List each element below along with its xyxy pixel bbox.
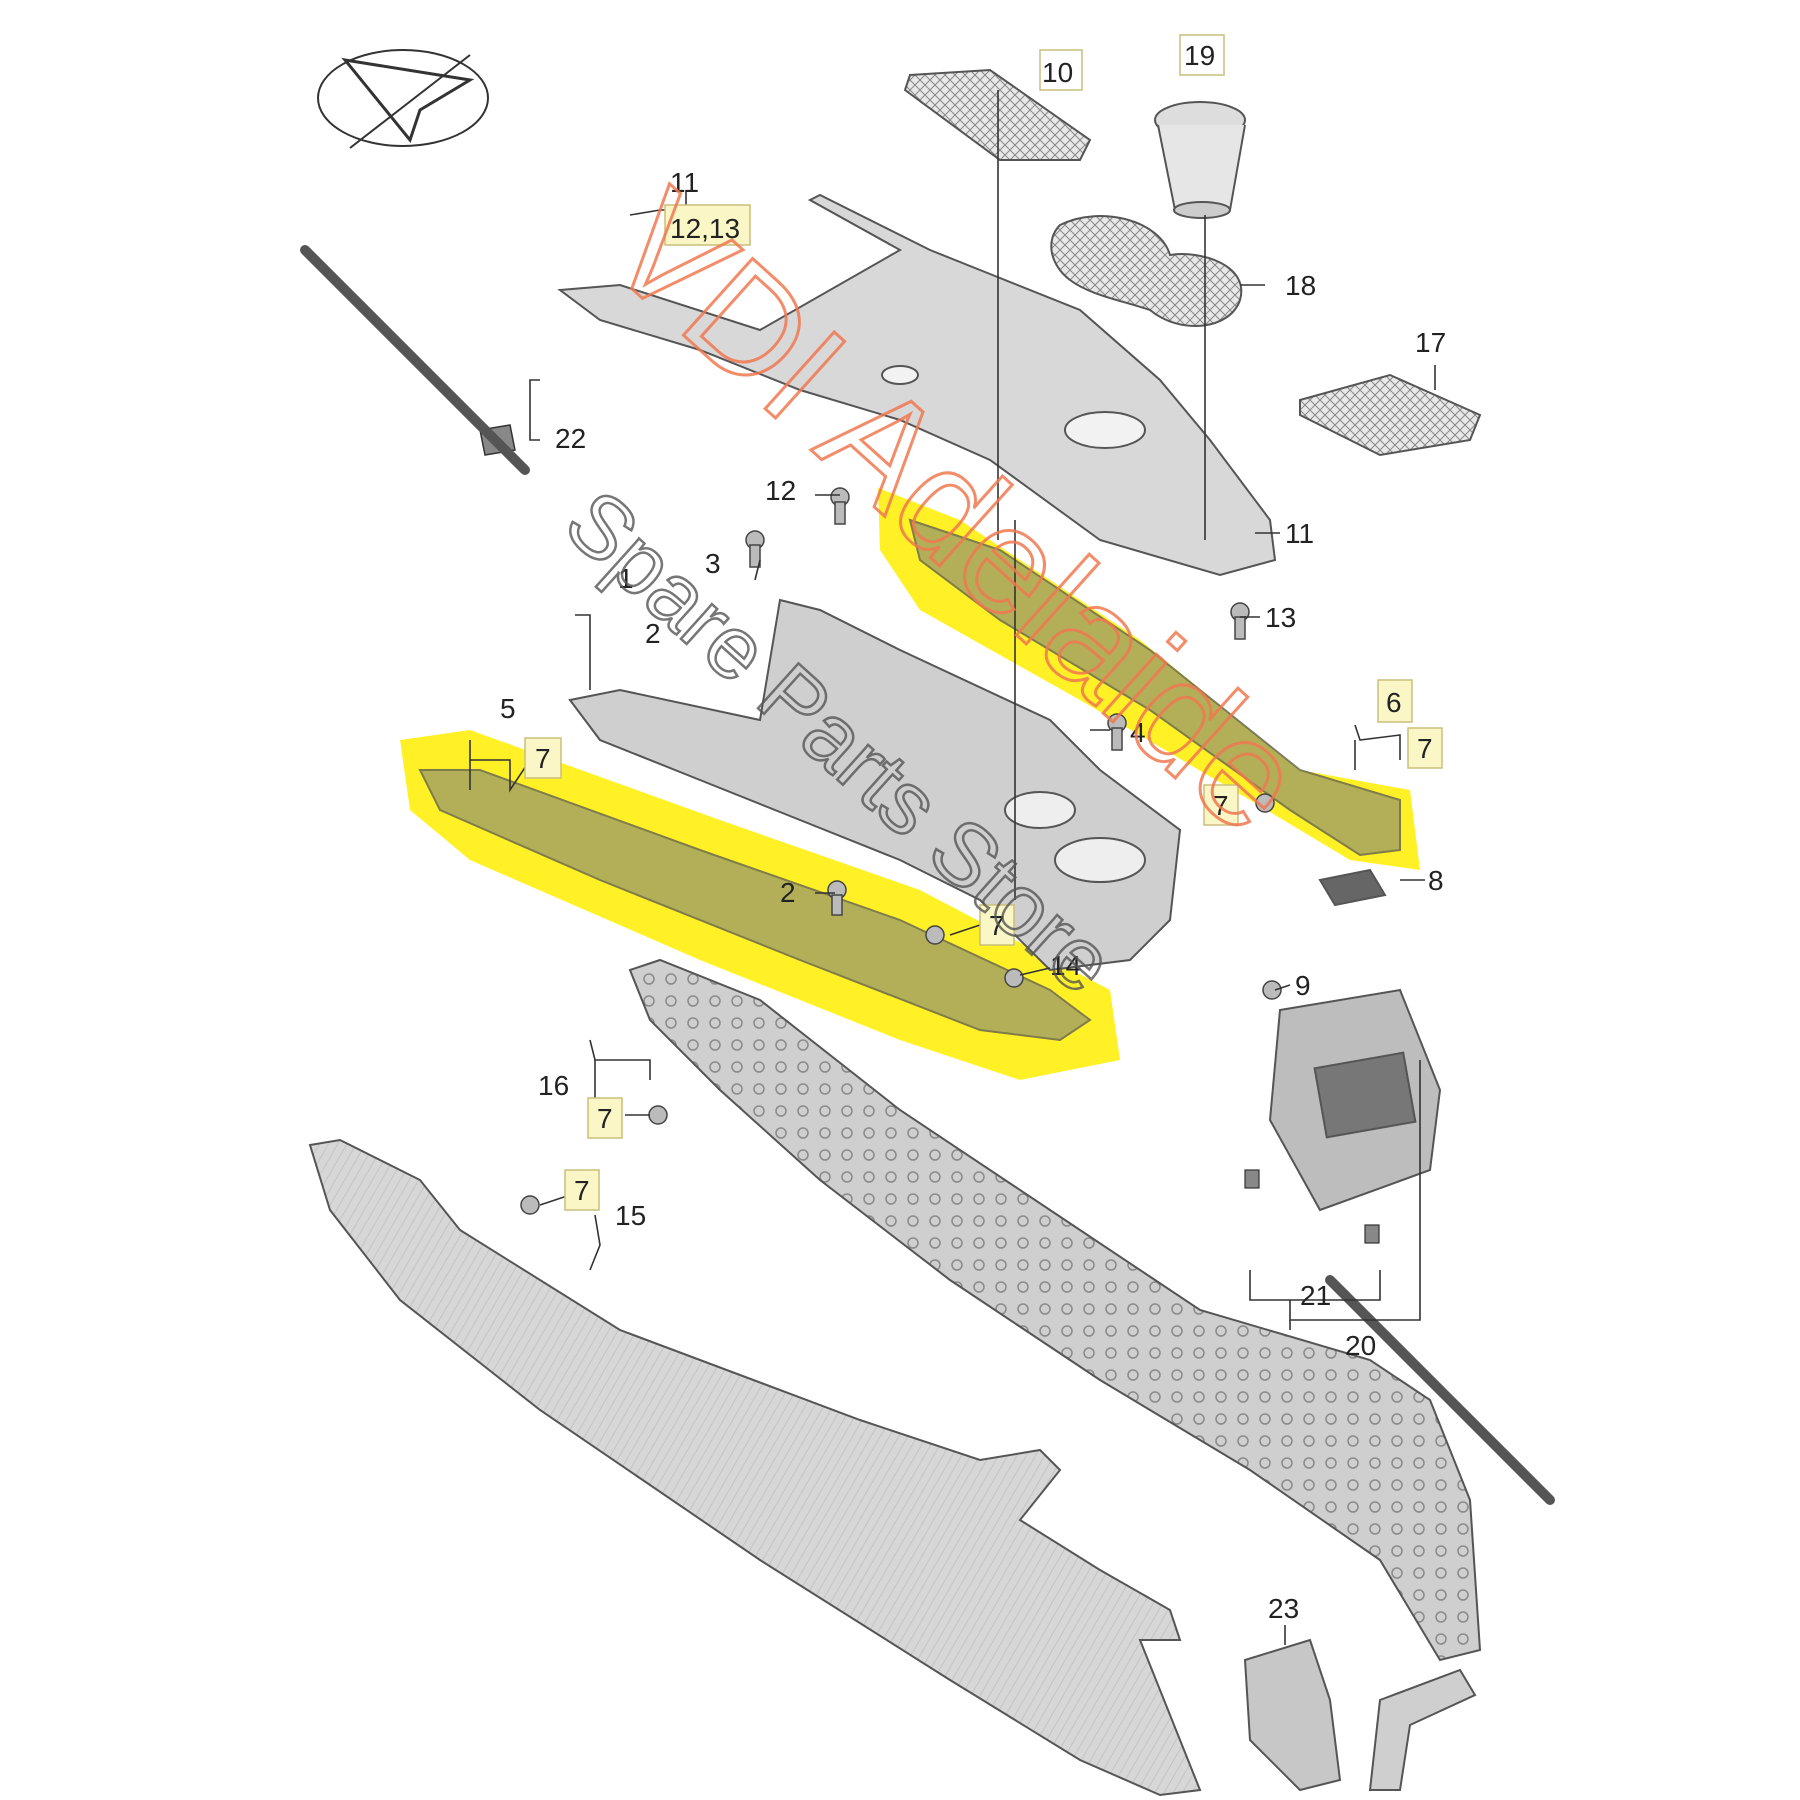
callout-7-e: 7	[587, 1097, 623, 1139]
callout-7-a: 7	[524, 737, 562, 779]
callout-21: 21	[1300, 1280, 1331, 1311]
callout-label: 2	[645, 618, 661, 649]
callout-label: 13	[1265, 602, 1296, 633]
callout-11-right: 11	[1285, 518, 1314, 549]
callout-6: 6	[1377, 679, 1413, 723]
callout-label: 22	[555, 423, 586, 454]
screw-icon	[520, 1195, 540, 1215]
callout-label: 7	[574, 1175, 590, 1206]
callout-label: 16	[538, 1070, 569, 1101]
callout-label: 2	[780, 877, 796, 908]
callout-10: 10	[1039, 49, 1083, 91]
callout-label: 7	[597, 1103, 613, 1134]
screw-icon	[827, 880, 847, 916]
clip-icon	[1364, 1224, 1380, 1244]
callout-16: 16	[538, 1070, 569, 1101]
screw-icon	[648, 1105, 668, 1125]
callout-19: 19	[1179, 34, 1225, 76]
callout-label: 8	[1428, 865, 1444, 896]
callout-18: 18	[1285, 270, 1316, 301]
callout-12-13: 12,13	[664, 204, 751, 246]
callout-4: 4	[1130, 717, 1146, 748]
callout-label: 7	[989, 910, 1005, 941]
callout-15: 15	[615, 1200, 646, 1231]
screw-icon	[1262, 980, 1282, 1000]
callout-label: 7	[1213, 790, 1229, 821]
part-11-top-trim	[557, 193, 1277, 577]
callout-13: 13	[1265, 602, 1296, 633]
callout-label: 7	[535, 743, 551, 774]
callout-20: 20	[1345, 1330, 1376, 1361]
screw-icon	[745, 530, 765, 568]
part-6-side-trim	[908, 518, 1401, 857]
part-17-mat	[1299, 373, 1482, 457]
screw-icon	[1230, 602, 1250, 640]
callout-label: 3	[705, 548, 721, 579]
callout-12: 12	[765, 475, 796, 506]
clip-icon	[1244, 1169, 1260, 1189]
callout-5: 5	[500, 693, 516, 724]
callout-23: 23	[1268, 1593, 1299, 1624]
callout-label: 10	[1042, 57, 1073, 88]
callout-label: 4	[1130, 717, 1146, 748]
callout-3: 3	[705, 548, 721, 579]
part-8-cover	[1318, 868, 1387, 907]
callout-2-lower: 2	[780, 877, 796, 908]
callout-9: 9	[1295, 970, 1311, 1001]
part-23-cover	[1243, 1638, 1342, 1792]
callout-label: 12,13	[670, 213, 740, 244]
part-20-rear-vent	[1268, 988, 1442, 1212]
part-18-mat	[1050, 215, 1243, 327]
callout-8: 8	[1428, 865, 1444, 896]
callout-label: 23	[1268, 1593, 1299, 1624]
callout-label: 11	[670, 167, 699, 198]
part-1-console-carrier	[568, 598, 1182, 972]
callout-7-f: 7	[564, 1169, 600, 1211]
screw-icon	[830, 487, 850, 525]
screw-icon	[1107, 713, 1127, 751]
callout-7-b: 7	[1407, 727, 1443, 769]
screw-icon	[1004, 968, 1024, 988]
callout-2-upper: 2	[645, 618, 661, 649]
diagonal-stroke	[300, 245, 530, 475]
callout-7-d: 7	[979, 904, 1015, 946]
callout-14: 14	[1050, 950, 1081, 981]
part-19-cup-insert	[1154, 101, 1246, 219]
part-15-outer-panel	[308, 1138, 1202, 1797]
callout-label: 17	[1415, 327, 1446, 358]
callout-11-top: 11	[670, 167, 699, 198]
callout-22: 22	[555, 423, 586, 454]
callout-label: 19	[1184, 40, 1215, 71]
callout-label: 21	[1300, 1280, 1331, 1311]
callout-label: 15	[615, 1200, 646, 1231]
callout-17: 17	[1415, 327, 1446, 358]
callout-label: 14	[1050, 950, 1081, 981]
part-16-inner-panel	[628, 958, 1482, 1662]
part-23-bracket	[1368, 1668, 1477, 1791]
callout-label: 18	[1285, 270, 1316, 301]
screw-icon	[1255, 793, 1275, 813]
callout-label: 1	[618, 563, 634, 594]
callout-1: 1	[618, 563, 634, 594]
diagonal-stroke	[1325, 1275, 1555, 1505]
screw-icon	[925, 925, 945, 945]
callout-label: 11	[1285, 518, 1314, 549]
callout-label: 9	[1295, 970, 1311, 1001]
callout-label: 7	[1417, 733, 1433, 764]
callout-label: 20	[1345, 1330, 1376, 1361]
callout-label: 5	[500, 693, 516, 724]
callout-label: 6	[1386, 687, 1402, 718]
part-5-side-trim	[418, 769, 1092, 1042]
orientation-symbol-icon	[317, 49, 489, 149]
callout-label: 12	[765, 475, 796, 506]
callout-7-c: 7	[1203, 784, 1239, 826]
